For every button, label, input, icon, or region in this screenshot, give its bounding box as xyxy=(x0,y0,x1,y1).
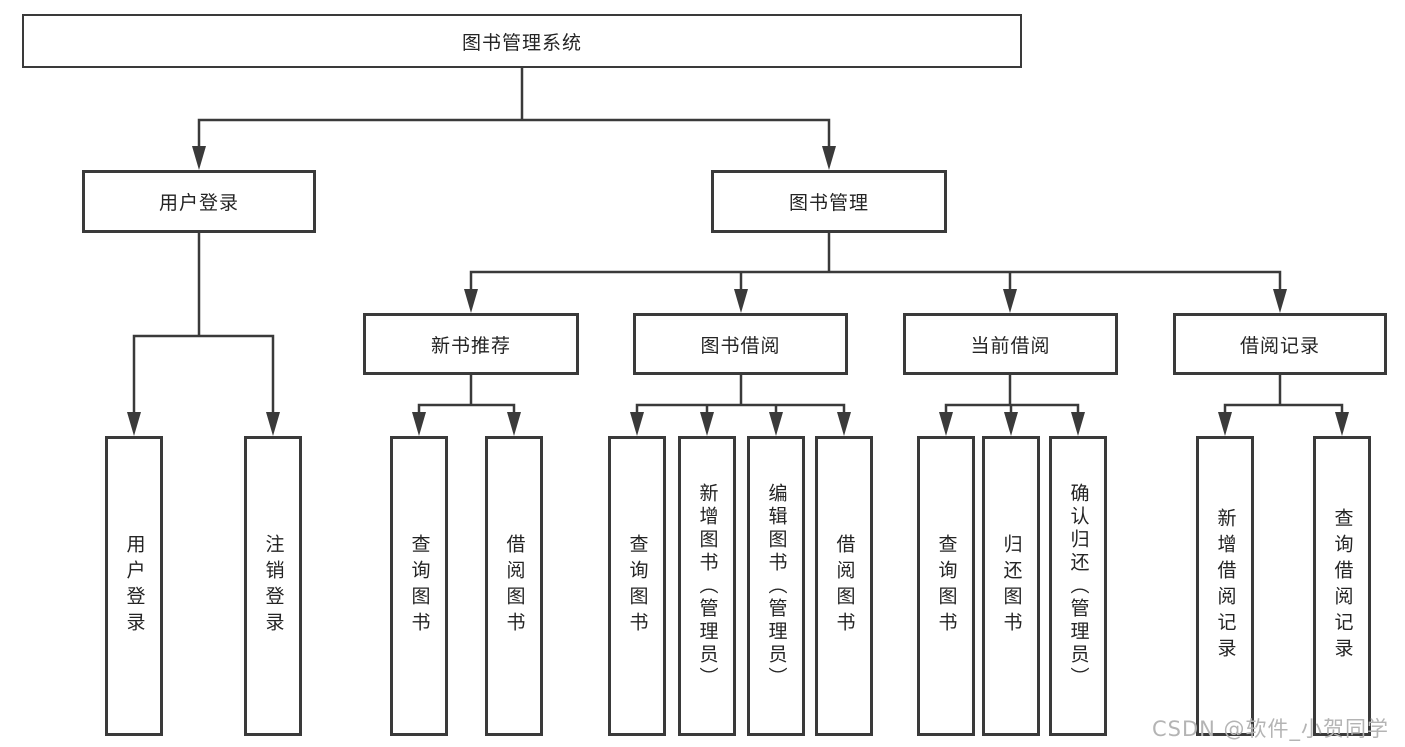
node-user-login-branch: 用户登录 xyxy=(82,170,316,233)
leaf-return-book: 归还图书 xyxy=(982,436,1040,736)
node-borrowing-records: 借阅记录 xyxy=(1173,313,1387,375)
leaf-edit-book-admin: 编辑图书（管理员） xyxy=(747,436,805,736)
leaf-borrow-books-2: 借阅图书 xyxy=(815,436,873,736)
leaf-edit-book-admin-label: 编辑图书（管理员） xyxy=(765,482,788,690)
leaf-user-login-label: 用户登录 xyxy=(123,534,146,638)
arrowheads xyxy=(127,146,1349,436)
leaf-return-book-label: 归还图书 xyxy=(1000,534,1023,638)
leaf-add-book-admin: 新增图书（管理员） xyxy=(678,436,736,736)
leaf-query-books-3-label: 查询图书 xyxy=(935,534,958,638)
node-new-book-recommendation: 新书推荐 xyxy=(363,313,579,375)
leaf-add-borrow-record-label: 新增借阅记录 xyxy=(1214,508,1237,664)
leaf-logout: 注销登录 xyxy=(244,436,302,736)
node-root: 图书管理系统 xyxy=(22,14,1022,68)
leaf-add-borrow-record: 新增借阅记录 xyxy=(1196,436,1254,736)
leaf-query-books-1: 查询图书 xyxy=(390,436,448,736)
node-book-management: 图书管理 xyxy=(711,170,947,233)
leaf-borrow-books-1-label: 借阅图书 xyxy=(503,534,526,638)
leaf-user-login: 用户登录 xyxy=(105,436,163,736)
leaf-add-book-admin-label: 新增图书（管理员） xyxy=(696,482,719,690)
node-current-borrowing: 当前借阅 xyxy=(903,313,1118,375)
leaf-query-books-2-label: 查询图书 xyxy=(626,534,649,638)
leaf-confirm-return-admin: 确认归还（管理员） xyxy=(1049,436,1107,736)
leaf-query-books-1-label: 查询图书 xyxy=(408,534,431,638)
leaf-confirm-return-admin-label: 确认归还（管理员） xyxy=(1067,482,1090,690)
node-book-borrowing: 图书借阅 xyxy=(633,313,848,375)
leaf-query-borrow-record: 查询借阅记录 xyxy=(1313,436,1371,736)
watermark: CSDN @软件_小贺同学 xyxy=(1152,717,1390,741)
leaf-query-borrow-record-label: 查询借阅记录 xyxy=(1331,508,1354,664)
leaf-borrow-books-1: 借阅图书 xyxy=(485,436,543,736)
leaf-logout-label: 注销登录 xyxy=(262,534,285,638)
leaf-query-books-2: 查询图书 xyxy=(608,436,666,736)
leaf-borrow-books-2-label: 借阅图书 xyxy=(833,534,856,638)
leaf-query-books-3: 查询图书 xyxy=(917,436,975,736)
